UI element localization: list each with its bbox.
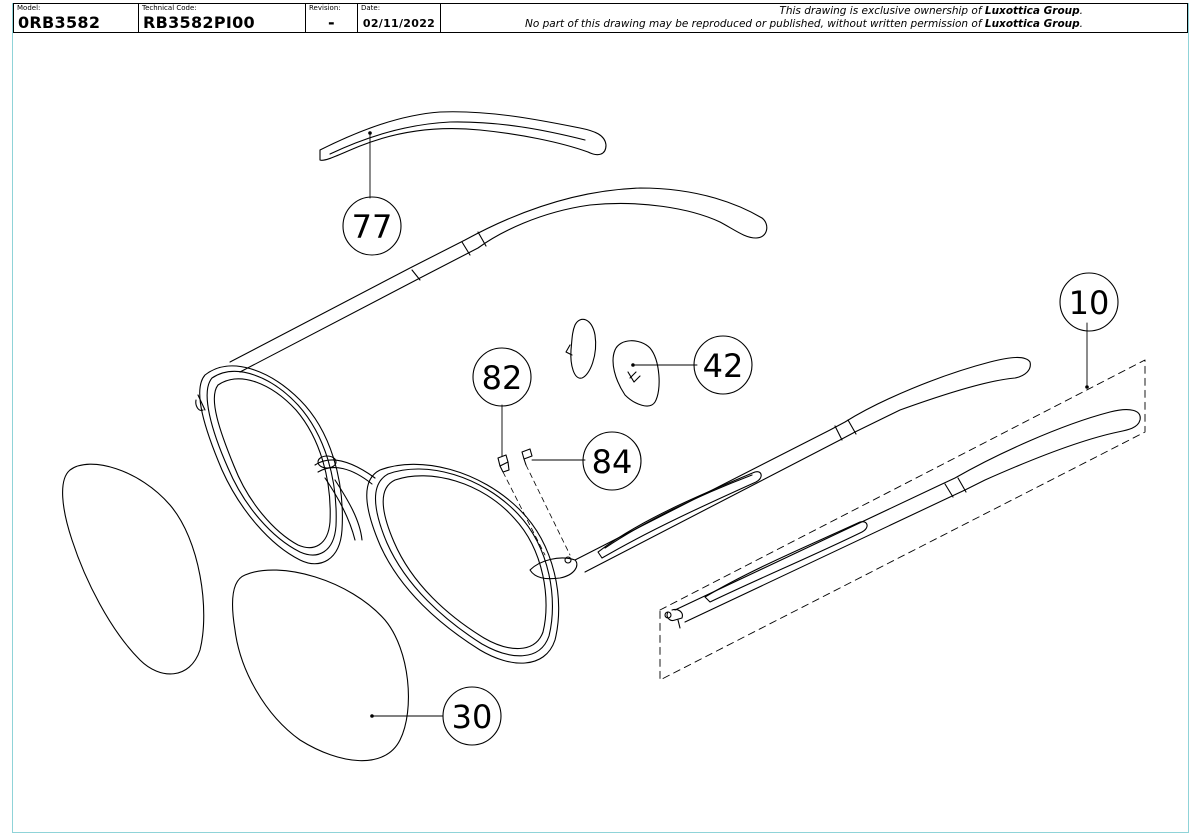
callout-circle-10	[1059, 272, 1119, 332]
right-rim	[366, 463, 560, 664]
spare-temple-part-10	[664, 409, 1141, 629]
notice-line-1: This drawing is exclusive ownership of L…	[779, 5, 1083, 17]
nose-pad-part-42	[565, 318, 660, 407]
callout-circle-77	[342, 196, 402, 256]
back-temple-arm	[229, 187, 768, 373]
owner-name: Luxottica Group	[984, 18, 1080, 30]
callout-label-30: 30	[452, 698, 493, 736]
bridge	[314, 455, 376, 541]
leader-dots	[368, 131, 1089, 718]
callout-label-10: 10	[1069, 284, 1110, 322]
notice-line-2: No part of this drawing may be reproduce…	[524, 18, 1083, 30]
callout-label-82: 82	[482, 359, 523, 397]
owner-name: Luxottica Group	[984, 5, 1080, 17]
callout-circle-42	[693, 335, 753, 395]
revision-value: -	[328, 13, 335, 32]
ownership-notice: This drawing is exclusive ownership of L…	[441, 4, 1187, 32]
technical-code-value: RB3582PI00	[143, 13, 255, 32]
revision-label: Revision:	[309, 4, 341, 12]
callout-label-84: 84	[592, 443, 633, 481]
date-label: Date:	[361, 4, 381, 12]
callout-circle-30	[442, 686, 502, 746]
technical-code-cell: Technical Code: RB3582PI00	[139, 4, 306, 32]
callout-circle-84	[582, 431, 642, 491]
technical-code-label: Technical Code:	[142, 4, 197, 12]
lens-part-30	[62, 463, 409, 762]
callout-label-42: 42	[703, 347, 744, 385]
part-10-dashed-box	[659, 359, 1146, 681]
callout-circle-82	[472, 347, 532, 407]
title-block: Model: 0RB3582 Technical Code: RB3582PI0…	[13, 3, 1188, 33]
model-label: Model:	[17, 4, 41, 12]
left-rim	[195, 365, 343, 565]
screw-part-82	[497, 454, 510, 473]
date-value: 02/11/2022	[362, 17, 436, 30]
screw-part-84	[521, 448, 533, 466]
date-cell: Date: 02/11/2022	[358, 4, 441, 32]
front-temple-arm	[529, 356, 1031, 580]
model-cell: Model: 0RB3582	[14, 4, 139, 32]
temple-tip-part-77	[319, 111, 607, 161]
screw-assembly-lines	[502, 464, 571, 556]
model-value: 0RB3582	[18, 13, 101, 32]
callout-label-77: 77	[352, 208, 393, 246]
leader-lines	[369, 132, 1088, 717]
revision-cell: Revision: -	[306, 4, 358, 32]
